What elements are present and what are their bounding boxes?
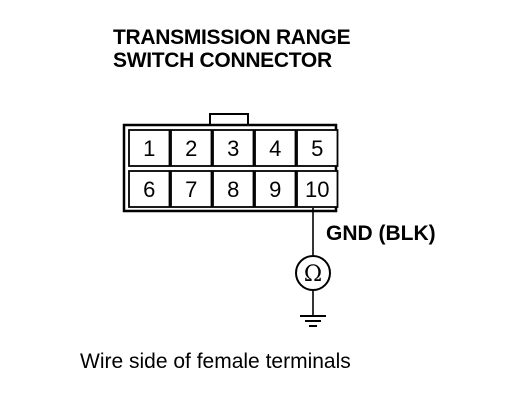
diagram-title: TRANSMISSION RANGE SWITCH CONNECTOR [113, 26, 351, 72]
ground-icon [300, 315, 326, 327]
pin-label-9: 9 [269, 177, 281, 202]
pin-cell-2 [170, 129, 213, 167]
diagram-caption: Wire side of female terminals [80, 350, 351, 373]
ohmmeter-symbol: Ω [304, 262, 322, 287]
pin-cell-4 [254, 129, 297, 167]
pin-label-2: 2 [185, 136, 197, 161]
ohmmeter-icon: Ω [295, 255, 331, 291]
pin-cell-9 [254, 170, 297, 208]
pin-cell-8 [212, 170, 255, 208]
pin-label-8: 8 [227, 177, 239, 202]
pin-label-5: 5 [311, 136, 323, 161]
pin-cell-6 [128, 170, 171, 208]
pin-cell-1 [128, 129, 171, 167]
pin-label-10: 10 [305, 177, 329, 202]
connector-cells [128, 129, 339, 208]
pin-label-4: 4 [269, 136, 281, 161]
pin-cell-10 [296, 170, 339, 208]
pin-cell-3 [212, 129, 255, 167]
title-line-1: TRANSMISSION RANGE [113, 26, 351, 49]
connector-pin-labels: 1 2 3 4 5 6 7 8 9 10 [143, 136, 329, 202]
pin-label-7: 7 [185, 177, 197, 202]
pin-label-3: 3 [227, 136, 239, 161]
title-line-2: SWITCH CONNECTOR [113, 49, 332, 72]
ground-wire-label: GND (BLK) [326, 222, 436, 245]
pin-label-6: 6 [143, 177, 155, 202]
pin-cell-7 [170, 170, 213, 208]
pin-cell-5 [296, 129, 339, 167]
pin-label-1: 1 [143, 136, 155, 161]
